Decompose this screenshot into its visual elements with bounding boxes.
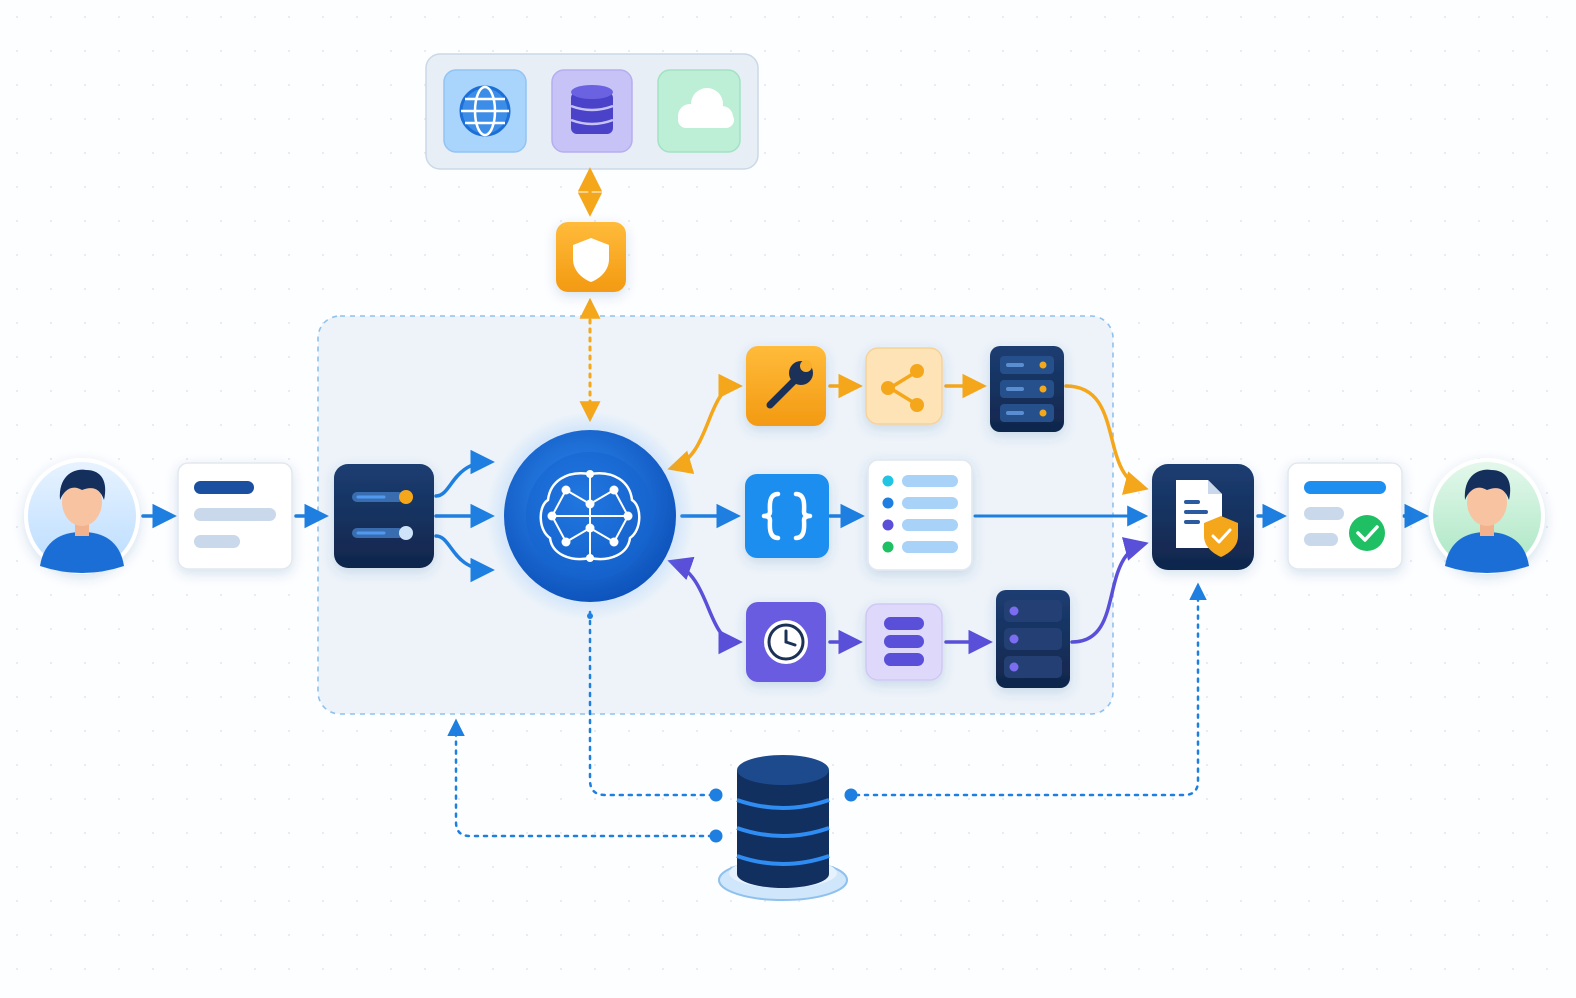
tool-node[interactable]	[746, 346, 826, 426]
shield-icon	[573, 238, 609, 282]
user-input-avatar[interactable]	[24, 458, 140, 574]
server-node-purple[interactable]	[996, 590, 1070, 688]
schedule-node[interactable]	[746, 602, 826, 682]
arrow-router-lower	[434, 534, 495, 583]
response-card[interactable]	[1287, 462, 1403, 570]
stack-icon	[884, 617, 924, 666]
ai-brain-node[interactable]	[486, 412, 694, 620]
arrow-server-to-document-orange	[1064, 384, 1149, 495]
share-icon	[881, 364, 924, 412]
arrow-server-to-document-purple	[1070, 537, 1149, 644]
user-output-avatar[interactable]	[1429, 458, 1545, 574]
security-shield-node[interactable]	[556, 222, 626, 292]
response-line	[1304, 507, 1344, 520]
globe-icon	[459, 85, 511, 137]
neural-network-nodes	[547, 470, 633, 562]
connector-dot	[709, 829, 723, 843]
arrow-brain-to-schedule	[667, 556, 743, 655]
code-node[interactable]	[745, 474, 829, 558]
response-line	[1304, 533, 1338, 546]
response-line	[1304, 481, 1386, 494]
clock-icon	[764, 620, 808, 664]
link-memory-to-panel	[447, 718, 714, 838]
link-brain-to-memory	[588, 610, 714, 797]
curly-braces-icon	[761, 491, 813, 541]
memory-database[interactable]	[718, 755, 848, 901]
connector-dot	[709, 788, 723, 802]
cloud-icon	[678, 88, 734, 128]
list-icon	[882, 475, 958, 553]
user-icon	[1445, 469, 1529, 573]
verified-document-node[interactable]	[1152, 464, 1254, 570]
link-memory-to-document	[854, 582, 1207, 797]
arrow-brain-to-tool	[667, 373, 743, 475]
check-circle-icon	[1349, 515, 1385, 551]
request-card[interactable]	[177, 462, 293, 570]
list-node[interactable]	[867, 459, 973, 571]
share-node[interactable]	[865, 347, 943, 425]
text-lines-icon	[194, 481, 276, 548]
server-icon	[1000, 356, 1054, 422]
database-icon	[736, 755, 830, 888]
web-source[interactable]	[443, 69, 527, 153]
server-node-orange[interactable]	[990, 346, 1064, 432]
router-node[interactable]	[334, 464, 434, 568]
user-icon	[40, 469, 124, 573]
database-icon	[570, 85, 614, 134]
toggle-switch-icon	[352, 490, 413, 540]
wrench-icon	[766, 360, 813, 409]
queue-node[interactable]	[865, 603, 943, 681]
connector-dot	[844, 788, 858, 802]
server-icon	[1004, 600, 1062, 678]
database-source[interactable]	[551, 69, 633, 153]
document-shield-icon	[1176, 480, 1238, 557]
cloud-source[interactable]	[657, 69, 741, 153]
arrow-router-upper	[434, 449, 495, 498]
